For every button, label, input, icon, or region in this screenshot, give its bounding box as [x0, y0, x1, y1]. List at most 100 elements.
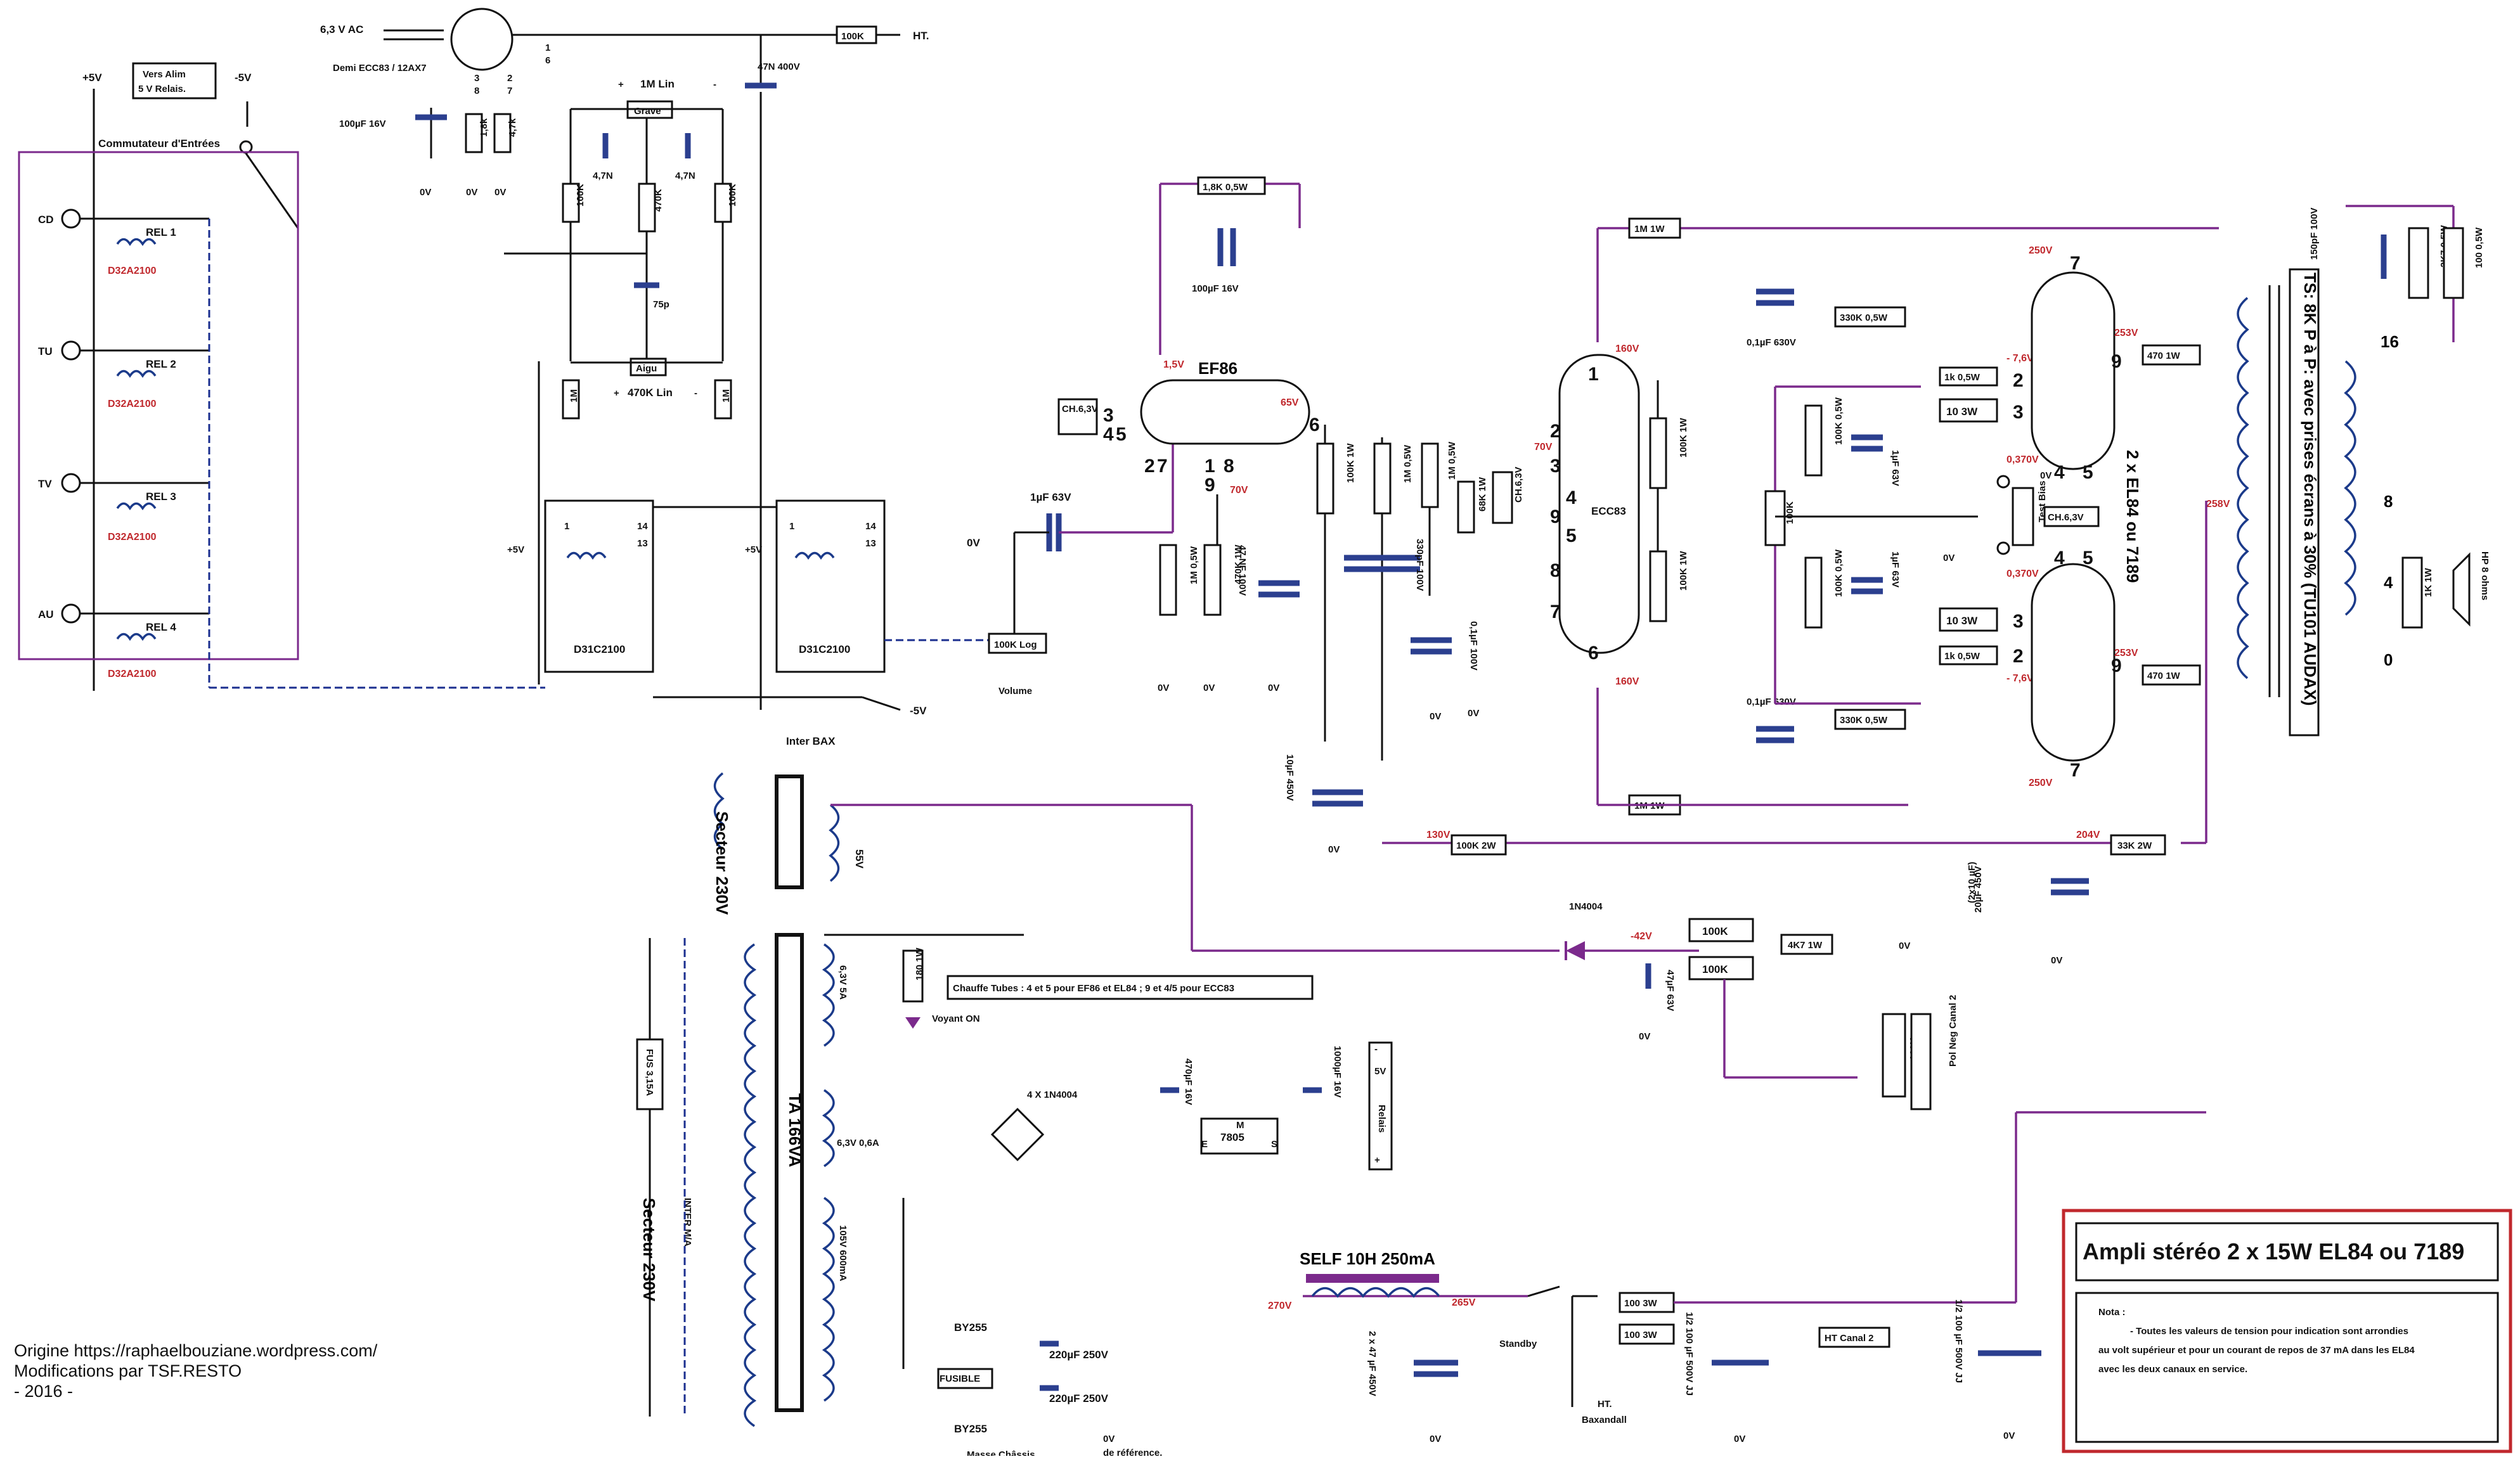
volume-pot[interactable]	[988, 633, 1047, 654]
r-100k-2w-label: 100K 2W	[1456, 840, 1496, 851]
regulator	[1200, 1117, 1279, 1155]
bridge-label: 4 X 1N4004	[1027, 1089, 1078, 1100]
cap-2x47-label: 2 x 47 µF 450V	[1367, 1331, 1378, 1396]
relais-supply-box	[1368, 1041, 1393, 1171]
relay-part-1: D32A2100	[108, 266, 157, 276]
r-100k-2w	[1451, 834, 1507, 856]
r-1m-05-b	[1421, 442, 1439, 508]
cap-01-label: 0,1µF 100V	[1468, 621, 1479, 671]
bias-transformer-core	[775, 774, 804, 889]
el84-title: 2 x EL84 ou 7189	[2123, 450, 2142, 583]
r-1m-ef86-label: 1M 0,5W	[1189, 546, 1199, 584]
relay-a-plus5: +5V	[507, 544, 524, 555]
vers-alim-box	[132, 62, 217, 100]
r-100k-05-bot-label: 100K 0,5W	[1833, 549, 1844, 597]
bias-pot-b-label: 100K	[1702, 963, 1728, 975]
cap-100u-label: 100µF 16V	[339, 119, 386, 129]
ht-canal2-box	[1818, 1327, 1890, 1348]
transformer-label-box	[2289, 268, 2320, 736]
test-point-icon-b[interactable]	[1996, 541, 2010, 555]
pin-2: 2	[507, 73, 512, 84]
r-47k-label: 4,7k	[507, 118, 518, 137]
aigu-pot[interactable]	[630, 357, 667, 376]
relay-a-pin13: 13	[637, 538, 648, 549]
bias-pot[interactable]	[1764, 490, 1786, 546]
credit-line2: Modifications par TSF.RESTO	[14, 1361, 242, 1380]
v-204: 204V	[2076, 830, 2100, 840]
v-6v3-06: 6,3V 0,6A	[837, 1138, 879, 1148]
r-1k-top	[1939, 366, 1998, 387]
r-330k-bot	[1834, 709, 1906, 730]
relay-b-coil-icon	[794, 551, 835, 560]
mains-bias: Secteur 230V 55V 1N4004 -42V 100K 100K 4…	[636, 772, 2206, 1459]
plus5-label: +5V	[82, 72, 102, 84]
input-selector: +5V -5V Vers Alim 5 V Relais. Commutateu…	[18, 62, 545, 691]
bias-pot-b[interactable]	[1688, 956, 1754, 980]
aigu-label: Aigu	[636, 363, 657, 374]
mains-core	[775, 933, 804, 1412]
title-box	[2075, 1222, 2499, 1282]
splitter-zero-b: 0V	[1468, 708, 1479, 719]
v-1-5: 1,5V	[1163, 359, 1184, 370]
r-1m-05-split	[1373, 442, 1392, 515]
splitter-zero-c: 0V	[1328, 844, 1340, 855]
pot-470k-label: 470K Lin	[628, 387, 673, 399]
v-70: 70V	[1230, 485, 1248, 496]
relay-a-pin1: 1	[564, 521, 569, 532]
grave-label: Grave	[634, 106, 661, 117]
r-1m-b-label: 1M	[721, 389, 732, 402]
source-au: AU	[38, 608, 54, 620]
v-0-370-bot: 0,370V	[2006, 569, 2039, 579]
ef86-pin5: 5	[1116, 424, 1127, 445]
tone-input-stage: 6,3 V AC Demi ECC83 / 12AX7 3 8 2 7 1 6 …	[320, 8, 929, 710]
cap-470u-label: 470µF 16V	[1183, 1058, 1194, 1105]
cap-1u-bot-label: 1µF 63V	[1890, 551, 1901, 588]
r-100-fb-label: 100 0,5W	[2474, 227, 2484, 268]
inter-ma-label: INTER M/A	[682, 1198, 693, 1247]
el84-bot-pin5: 5	[2083, 548, 2093, 569]
test-point-icon[interactable]	[1996, 475, 2010, 489]
bias-pot-a[interactable]	[1688, 918, 1754, 942]
relais-5v-label: 5 V Relais.	[138, 84, 186, 94]
jack-icon[interactable]	[61, 340, 81, 361]
r-470-top	[2142, 344, 2201, 366]
jack-icon[interactable]	[61, 603, 81, 624]
v-7-6-bot: - 7,6V	[2006, 673, 2034, 684]
output-transformer: TS: 8K P à P: avec prises écrans à 30% (…	[2206, 205, 2490, 736]
pot-470k-center[interactable]	[638, 183, 656, 233]
credit-line1: Origine https://raphaelbouziane.wordpres…	[14, 1341, 378, 1360]
baxandall-label: Baxandall	[1582, 1415, 1627, 1425]
r-1m1w-top-label: 1M 1W	[1634, 224, 1665, 235]
inter-bax-switch-icon[interactable]	[862, 696, 901, 711]
relay-module-a	[544, 499, 654, 673]
ecc83-pin2: 2	[1550, 421, 1561, 442]
jack-icon[interactable]	[61, 473, 81, 493]
el84-bot-pin7: 7	[2070, 760, 2081, 781]
v-270: 270V	[1268, 1301, 1292, 1311]
cap-coupling-top-label: 0,1µF 630V	[1747, 337, 1796, 348]
v-160-top: 160V	[1615, 344, 1639, 354]
aigu-minus: -	[694, 388, 697, 399]
selector-frame	[18, 151, 299, 660]
tap-0: 0	[2384, 650, 2393, 669]
r-100k-1w-a-label: 100K 1W	[1678, 418, 1689, 458]
r-1m1w-top	[1628, 217, 1681, 239]
r-100k-b-label: 100K	[727, 184, 738, 207]
r-470-bot-label: 470 1W	[2147, 671, 2181, 681]
chauffe-label: Chauffe Tubes : 4 et 5 pour EF86 et EL84…	[953, 983, 1234, 994]
phase-splitter: 1M 1W 160V 1 2 3 4 9 5 8 7 6 ECC83 CH.6,…	[1284, 217, 2219, 855]
aux-coil-icon	[822, 1089, 835, 1167]
el84-top-pin7: 7	[2070, 253, 2081, 274]
selector-knob-icon[interactable]	[239, 140, 253, 154]
r-100-3w-a-label: 100 3W	[1624, 1298, 1658, 1309]
note-line3: avec les deux canaux en service.	[2098, 1364, 2247, 1375]
standby-switch-icon[interactable]	[1527, 1285, 1560, 1297]
tap-8: 8	[2384, 492, 2393, 511]
jack-icon[interactable]	[61, 209, 81, 229]
cap-47n-label: 47N 400V	[758, 61, 800, 72]
r-180-label: 180 1W	[914, 947, 925, 980]
self-core	[1306, 1274, 1439, 1283]
test-bias-box	[2012, 487, 2034, 546]
r-47k	[493, 113, 512, 153]
r-1m-05-b-label: 1M 0,5W	[1447, 441, 1457, 480]
